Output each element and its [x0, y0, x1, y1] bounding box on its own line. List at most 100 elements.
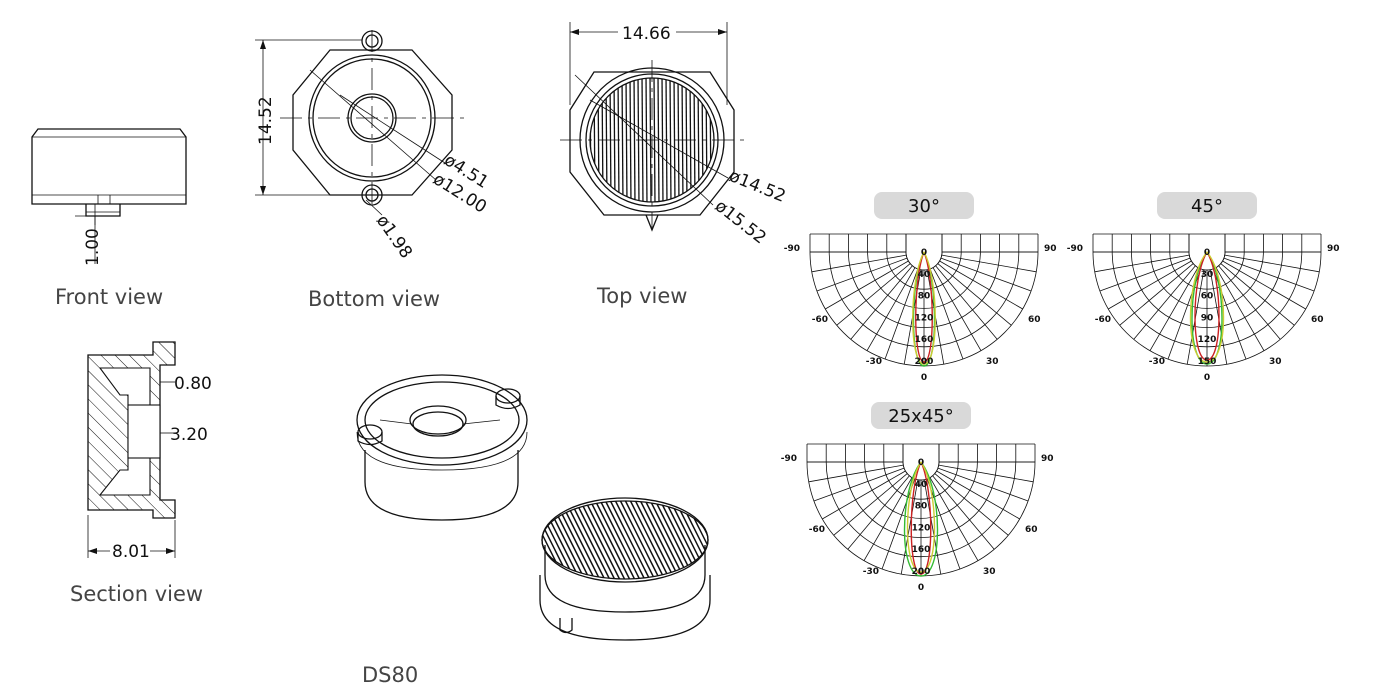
polar-spoke [936, 470, 1020, 520]
texture-line [542, 501, 581, 579]
texture-line [629, 501, 671, 579]
texture-line [644, 501, 686, 579]
polar-angle-label: 90 [1327, 244, 1340, 254]
polar-angle-label: -90 [781, 454, 797, 464]
section-view-caption: Section view [70, 582, 203, 606]
texture-line [704, 501, 708, 579]
bottom-height-dim: 14.52 [256, 96, 276, 145]
polar-spoke [939, 260, 1023, 310]
iso-lens-bottom [356, 374, 528, 521]
polar-center [902, 444, 940, 481]
section-view: 0.80 3.20 8.01 Section view [70, 341, 212, 606]
beam-angle-label: 25x45° [888, 406, 953, 427]
polar-radial-label: 40 [918, 270, 931, 280]
polar-spoke [825, 260, 909, 310]
iso-lens-texture [542, 500, 765, 580]
texture-line [554, 501, 596, 579]
section-b-dim: 3.20 [170, 425, 208, 445]
polar-radial-label: 120 [912, 523, 931, 533]
intensity-curve [1189, 251, 1225, 363]
polar-angle-label: 0 [921, 373, 927, 383]
polar-radial-label: 80 [918, 292, 931, 302]
polar-radial-label: 90 [1201, 313, 1214, 323]
polar-spoke [900, 479, 919, 575]
texture-line [584, 501, 626, 579]
texture-line [619, 501, 661, 579]
texture-line [709, 78, 712, 202]
intensity-curve [903, 461, 939, 577]
texture-line [542, 501, 576, 579]
top-d2-dim: ø15.52 [711, 196, 770, 248]
bottom-view: 14.52 ø4.51 ø12.00 ø1.98 Bottom view [255, 30, 492, 311]
texture-line [725, 500, 765, 580]
texture-line [659, 501, 701, 579]
texture-line [579, 501, 621, 579]
polar-angle-label: 60 [1025, 525, 1038, 535]
polar-spoke [1099, 257, 1191, 292]
top-view-caption: Top view [596, 284, 687, 308]
polar-spoke [1149, 267, 1199, 351]
beam-angle-label: 45° [1191, 196, 1223, 217]
polar-angle-label: -90 [1067, 244, 1083, 254]
texture-line [697, 78, 700, 202]
texture-line [609, 501, 651, 579]
polar-spoke [934, 473, 1009, 536]
polar-angle-label: -30 [866, 357, 882, 367]
polar-angle-label: 60 [1311, 315, 1324, 325]
polar-spoke [847, 475, 910, 550]
texture-line [634, 501, 676, 579]
bottom-d3-dim: ø1.98 [372, 211, 416, 262]
texture-line [669, 501, 708, 579]
beam-angle-badge [874, 192, 974, 219]
polar-spoke [1094, 254, 1190, 273]
polar-spoke [938, 464, 1034, 483]
polar-radial-label: 160 [912, 545, 931, 555]
texture-line [664, 501, 706, 579]
polar-radial-label: 30 [1201, 270, 1214, 280]
top-width-dim: 14.66 [622, 24, 671, 44]
polar-spoke [1220, 263, 1295, 326]
polar-spoke [1119, 263, 1194, 326]
polar-spoke [926, 478, 961, 570]
polar-spoke [1133, 265, 1196, 340]
polar-radial-label: 120 [1198, 335, 1217, 345]
texture-line [639, 501, 681, 579]
polar-spoke [932, 475, 995, 550]
texture-line [614, 501, 656, 579]
texture-line [549, 501, 591, 579]
texture-line [624, 501, 666, 579]
polar-spoke [932, 267, 982, 351]
polar-radial-label: 80 [915, 502, 928, 512]
texture-line [544, 501, 586, 579]
polar-center [905, 234, 943, 271]
polar-spoke [1108, 260, 1192, 310]
polar-angle-label: -60 [809, 525, 825, 535]
section-width-dim: 8.01 [112, 542, 150, 562]
polar-angle-label: -30 [863, 567, 879, 577]
polar-spoke [941, 254, 1037, 273]
texture-line [542, 501, 561, 579]
polar-angle-label: -60 [1095, 315, 1111, 325]
polar-radial-label: 120 [915, 313, 934, 323]
texture-line [689, 501, 708, 579]
polar-spoke [808, 464, 904, 483]
beam-angle-badge [871, 402, 971, 429]
polar-angle-label: 0 [918, 583, 924, 593]
top-d1-dim: ø14.52 [726, 166, 788, 207]
polar-center [1188, 234, 1226, 271]
texture-line [559, 501, 601, 579]
texture-line [574, 501, 616, 579]
polar-angle-label: -90 [784, 244, 800, 254]
polar-spoke [929, 477, 979, 561]
texture-line [594, 501, 636, 579]
front-height-dim: 1.00 [83, 228, 103, 266]
polar-spoke [884, 268, 919, 360]
intensity-curve [906, 461, 936, 573]
polar-angle-label: 0 [1204, 373, 1210, 383]
intensity-curve [915, 251, 933, 363]
bottom-view-caption: Bottom view [308, 287, 440, 311]
polar-spoke [923, 479, 942, 575]
